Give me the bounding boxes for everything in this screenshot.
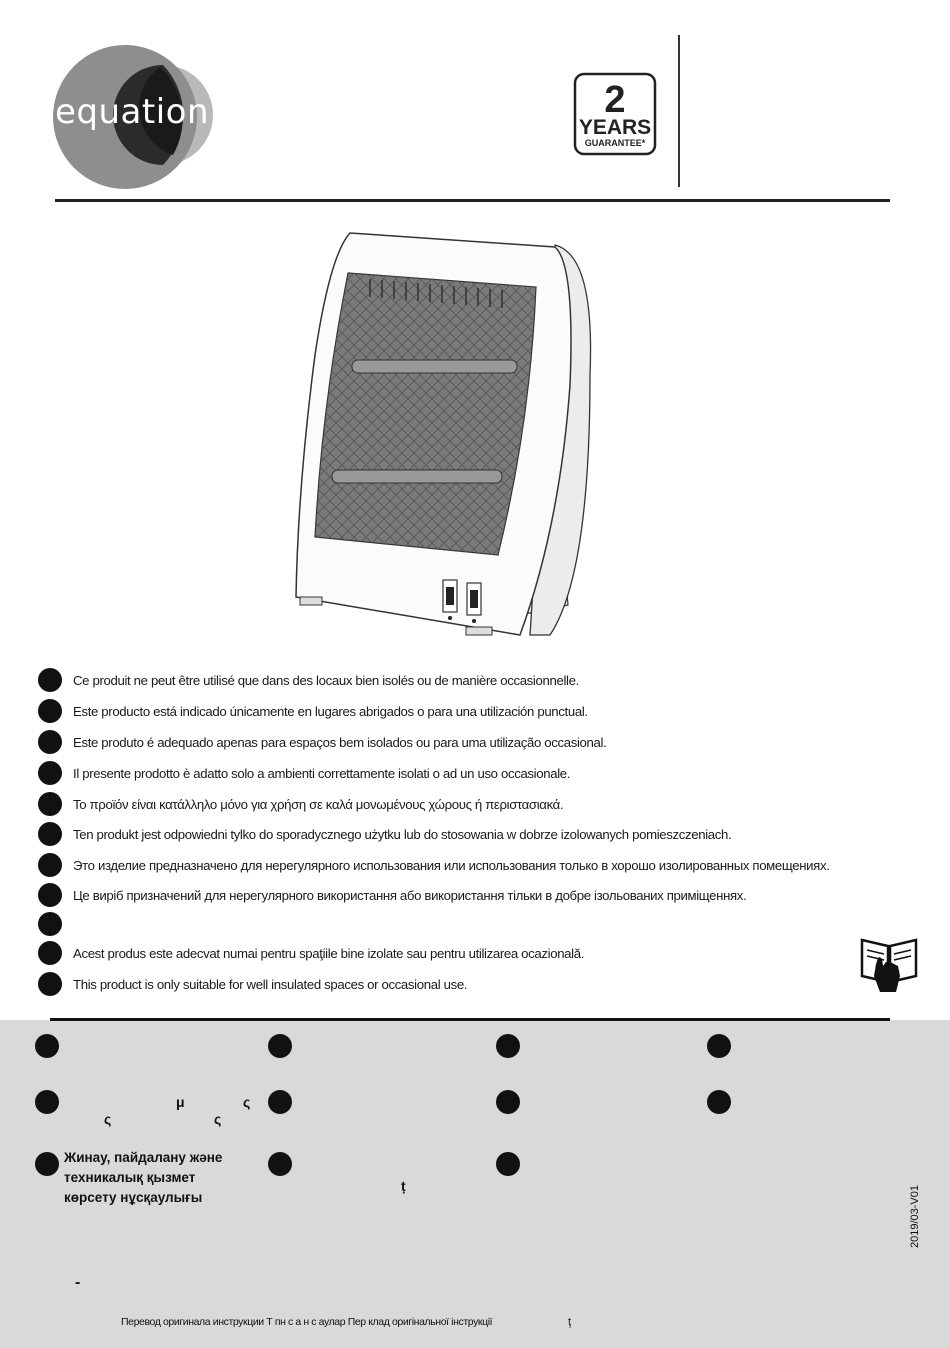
read-manual-icon bbox=[860, 938, 918, 992]
language-marker bbox=[496, 1090, 520, 1114]
greek-fragment: μ bbox=[176, 1094, 185, 1110]
language-marker bbox=[38, 912, 62, 936]
footer-rule bbox=[50, 1018, 890, 1021]
dash-mark: - bbox=[75, 1274, 81, 1291]
brand-name: equation bbox=[55, 92, 210, 132]
language-statement: Este producto está indicado únicamente e… bbox=[38, 699, 588, 723]
language-marker bbox=[38, 761, 62, 785]
language-marker bbox=[38, 822, 62, 846]
language-statement-text: Це виріб призначений для нерегулярного в… bbox=[73, 887, 747, 903]
translation-fragment: ţ bbox=[568, 1316, 572, 1328]
guarantee-years: YEARS bbox=[579, 116, 651, 139]
language-marker bbox=[35, 1152, 59, 1176]
language-statement-text: Este produto é adequado apenas para espa… bbox=[73, 734, 607, 750]
language-marker bbox=[38, 699, 62, 723]
language-statement: Acest produs este adecvat numai pentru s… bbox=[38, 941, 584, 965]
greek-fragment: ς bbox=[104, 1111, 112, 1127]
language-marker bbox=[38, 853, 62, 877]
language-statement-text: Ten produkt jest odpowiedni tylko do spo… bbox=[73, 826, 732, 842]
language-marker bbox=[38, 972, 62, 996]
language-marker bbox=[35, 1090, 59, 1114]
language-statement bbox=[38, 912, 73, 936]
greek-fragment: ς bbox=[243, 1094, 251, 1110]
language-statement: Ce produit ne peut être utilisé que dans… bbox=[38, 668, 579, 692]
language-marker bbox=[268, 1034, 292, 1058]
language-marker bbox=[38, 792, 62, 816]
greek-fragment: ς bbox=[214, 1111, 222, 1127]
language-statement: This product is only suitable for well i… bbox=[38, 972, 467, 996]
romanian-fragment: ț bbox=[401, 1178, 406, 1194]
svg-text:2019/03-V01: 2019/03-V01 bbox=[909, 1185, 921, 1248]
kazakh-manual-title: Жинау, пайдалану және техникалық қызмет … bbox=[64, 1150, 223, 1205]
language-marker bbox=[268, 1152, 292, 1176]
language-marker bbox=[38, 883, 62, 907]
language-statement: Το προϊόν είναι κατάλληλο μόνο για χρήση… bbox=[38, 792, 564, 816]
footer-panel bbox=[0, 1020, 950, 1348]
header-rule bbox=[55, 199, 890, 202]
language-marker bbox=[707, 1090, 731, 1114]
language-marker bbox=[707, 1034, 731, 1058]
language-statement-text: Το προϊόν είναι κατάλληλο μόνο για χρήση… bbox=[73, 796, 564, 812]
language-marker bbox=[496, 1034, 520, 1058]
header-divider bbox=[678, 35, 680, 187]
language-marker bbox=[268, 1090, 292, 1114]
version-label: 2019/03-V01 bbox=[909, 1185, 921, 1248]
language-statement: Ten produkt jest odpowiedni tylko do spo… bbox=[38, 822, 732, 846]
language-marker bbox=[38, 668, 62, 692]
translation-notice: Перевод оригинала инструкции Т пн с а н … bbox=[121, 1316, 493, 1328]
language-statement-text: This product is only suitable for well i… bbox=[73, 976, 468, 992]
guarantee-label: GUARANTEE* bbox=[585, 138, 646, 148]
language-marker bbox=[38, 941, 62, 965]
language-statement-text: Il presente prodotto è adatto solo a amb… bbox=[73, 765, 571, 781]
heater-illustration bbox=[295, 232, 592, 636]
language-statement: Это изделие предназначено для нерегулярн… bbox=[38, 853, 830, 877]
language-marker bbox=[496, 1152, 520, 1176]
language-statement-text: Este producto está indicado únicamente e… bbox=[73, 703, 588, 719]
language-statement-text: Ce produit ne peut être utilisé que dans… bbox=[73, 672, 579, 688]
language-marker bbox=[35, 1034, 59, 1058]
language-statement-text: Это изделие предназначено для нерегулярн… bbox=[73, 857, 830, 873]
language-marker bbox=[38, 730, 62, 754]
guarantee-number: 2 bbox=[604, 79, 625, 121]
guarantee-badge: 2 YEARS GUARANTEE* bbox=[573, 72, 657, 156]
equation-logo bbox=[53, 45, 213, 189]
language-statement-text: Acest produs este adecvat numai pentru s… bbox=[73, 945, 585, 961]
language-statement: Це виріб призначений для нерегулярного в… bbox=[38, 883, 747, 907]
language-statement: Este produto é adequado apenas para espa… bbox=[38, 730, 607, 754]
language-statement: Il presente prodotto è adatto solo a amb… bbox=[38, 761, 570, 785]
